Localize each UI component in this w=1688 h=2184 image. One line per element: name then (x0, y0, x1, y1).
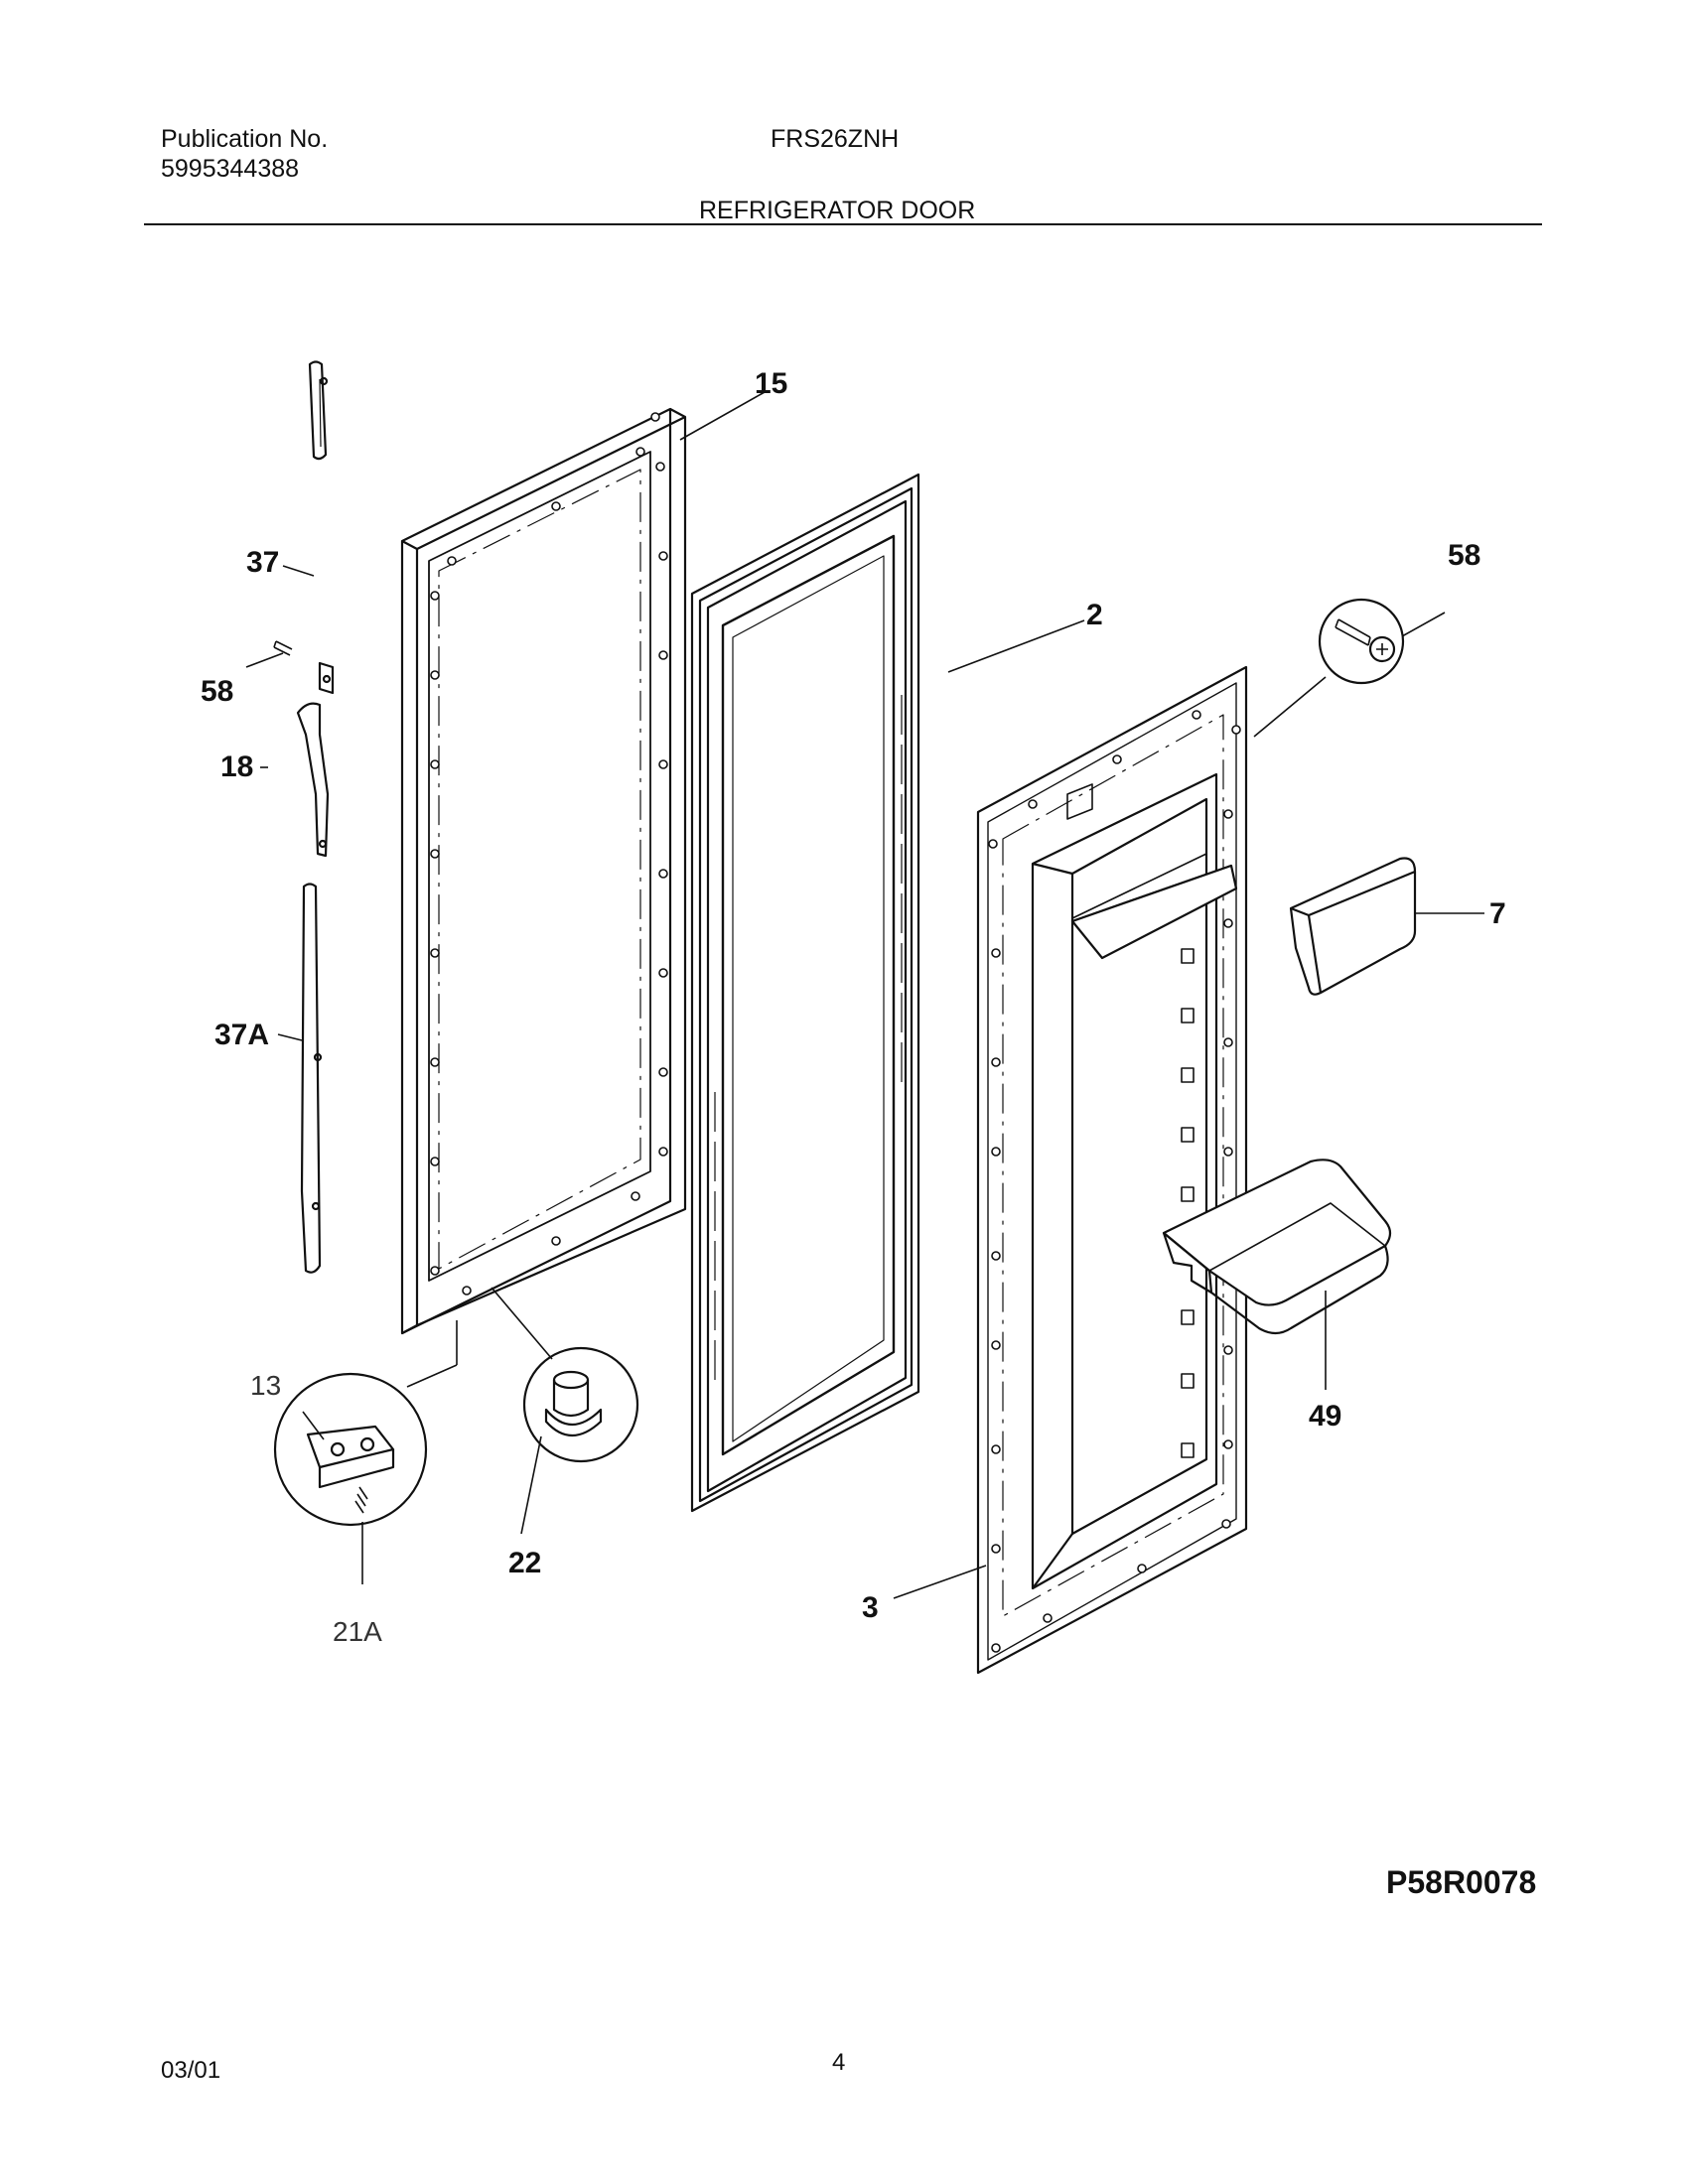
callout-7: 7 (1489, 897, 1506, 930)
part-37-upper-trim (308, 360, 329, 461)
part-3-inner-liner (976, 665, 1248, 1675)
section-title: REFRIGERATOR DOOR (699, 197, 976, 224)
part-13-hinge-detail (273, 1372, 428, 1527)
part-7-dairy-cover (1289, 857, 1417, 996)
callout-2: 2 (1086, 599, 1103, 631)
part-15-door-frame (400, 407, 687, 1335)
publication-date: 03/01 (161, 2057, 221, 2084)
part-37a-lower-trim (300, 883, 323, 1274)
leader-lines (245, 391, 1484, 1599)
part-49-door-bin (1162, 1159, 1392, 1335)
callout-22: 22 (508, 1547, 542, 1579)
part-58-left-screw (273, 640, 293, 656)
callout-37a: 37A (214, 1019, 270, 1051)
publication-label: Publication No. (161, 125, 329, 153)
page-number: 4 (832, 2049, 846, 2076)
callout-18: 18 (220, 751, 254, 783)
part-18-hinge-strap (296, 661, 335, 858)
callout-3: 3 (862, 1591, 879, 1624)
callout-49: 49 (1309, 1400, 1342, 1433)
callout-58-right: 58 (1448, 539, 1481, 572)
part-22-bushing-detail (522, 1346, 639, 1463)
publication-number: 5995344388 (161, 155, 300, 183)
header-rule (144, 223, 1542, 225)
callout-37: 37 (246, 546, 280, 579)
callout-58-left: 58 (201, 675, 234, 708)
callout-21a: 21A (333, 1616, 382, 1647)
callout-13: 13 (250, 1370, 282, 1401)
part-58-screw-detail (1318, 598, 1405, 685)
drawing-id: P58R0078 (1386, 1864, 1537, 1900)
part-2-door-gasket (690, 473, 920, 1513)
callout-15: 15 (755, 367, 788, 400)
model-number: FRS26ZNH (771, 125, 900, 153)
